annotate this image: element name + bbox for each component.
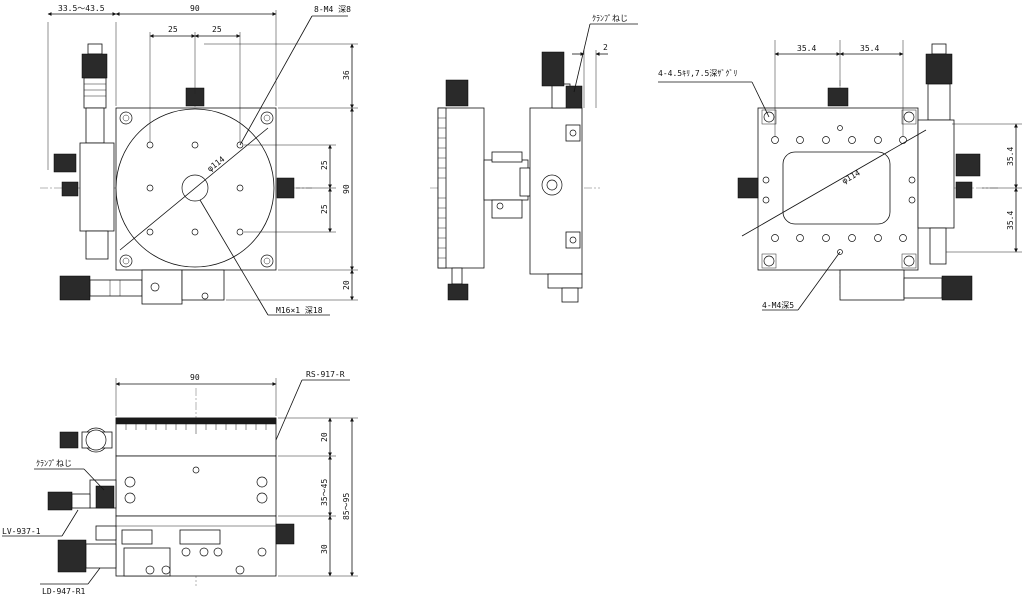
side-view-top-knob <box>445 79 469 107</box>
top-view-right-knob <box>276 177 295 199</box>
front-view-scale-ticks <box>125 424 267 434</box>
top-view-diameter-leader <box>119 127 269 251</box>
bottom-view-top-knob <box>827 87 849 107</box>
side-view-micrometer-knob <box>541 51 565 87</box>
bottom-dim-pitch-side-upper: 35.4 <box>1006 147 1015 166</box>
top-view-left-knob-2 <box>61 181 79 197</box>
top-view-left-knob-1 <box>53 153 77 173</box>
top-dim-height: 90 <box>342 184 351 194</box>
front-callout-stage-x: LV-937-1 <box>2 527 41 536</box>
top-dim-pitch-lower: 25 <box>320 204 329 214</box>
top-view-micrometer <box>79 43 115 260</box>
top-callout-center-hole: M16×1 深18 <box>276 306 323 315</box>
bottom-view: 35.4 35.4 35.4 35.4 φ114 4-4.5ｷﾘ,7.5深ｻﾞｸ… <box>658 40 1022 311</box>
front-view-middle-body <box>115 455 277 517</box>
front-dim-total-height: 85～95 <box>342 493 351 520</box>
front-callout-clamp-screw: ｸﾗﾝﾌﾟねじ <box>36 459 72 468</box>
front-callout-stage-y: LD-947-R1 <box>42 587 86 596</box>
top-view-bottom-micrometer <box>59 269 225 305</box>
top-view-corner-screws <box>119 111 274 268</box>
top-dim-micrometer-offset: 33.5～43.5 <box>58 4 105 13</box>
front-dim-width: 90 <box>190 373 200 382</box>
bottom-view-window <box>782 151 891 225</box>
bottom-dim-pitch-top: 35.4 <box>797 44 816 53</box>
top-dim-bottom-overhang: 20 <box>342 280 351 290</box>
side-view: 2 ｸﾗﾝﾌﾟねじ <box>430 14 638 303</box>
front-dim-middle-band: 35～45 <box>320 479 329 506</box>
side-dim-clamp-gap: 2 <box>603 43 608 52</box>
front-callout-rotation-scale: RS-917-R <box>306 370 345 379</box>
top-dim-pitch-left: 25 <box>168 25 178 34</box>
front-view: 90 20 35～45 30 85～95 RS-917-R ｸﾗﾝﾌﾟねじ LV… <box>2 370 358 596</box>
top-dim-width: 90 <box>190 4 200 13</box>
top-dim-pitch-upper: 25 <box>320 160 329 170</box>
side-view-clamp-knob <box>565 85 583 109</box>
bottom-view-bottom-micrometer <box>839 269 973 301</box>
bottom-callout-tapped-holes: 4-M4深5 <box>762 301 794 310</box>
bottom-callout-counterbore: 4-4.5ｷﾘ,7.5深ｻﾞｸﾞﾘ <box>658 69 737 78</box>
front-view-clamp-knob <box>95 485 115 509</box>
front-dim-top-band: 20 <box>320 432 329 442</box>
front-view-lower-micrometer <box>57 539 87 573</box>
top-dim-top-overhang: 36 <box>342 70 351 80</box>
bottom-view-holes <box>762 125 916 255</box>
top-dim-pitch-right: 25 <box>212 25 222 34</box>
top-view-tapped-holes <box>146 141 244 236</box>
front-dim-bottom-band: 30 <box>320 544 329 554</box>
side-view-scale-ticks <box>438 117 446 259</box>
top-view: 33.5～43.5 90 25 25 36 90 25 25 20 <box>40 4 358 316</box>
side-callout-clamp-screw: ｸﾗﾝﾌﾟねじ <box>592 14 628 23</box>
side-view-bottom-knob <box>447 283 469 301</box>
bottom-view-left-knob <box>737 177 759 199</box>
bottom-view-micrometer <box>917 43 981 265</box>
bottom-dim-pitch-top-2: 35.4 <box>860 44 879 53</box>
top-callout-tapped-holes: 8-M4 深8 <box>314 5 351 14</box>
bottom-dim-pitch-side-lower: 35.4 <box>1006 211 1015 230</box>
